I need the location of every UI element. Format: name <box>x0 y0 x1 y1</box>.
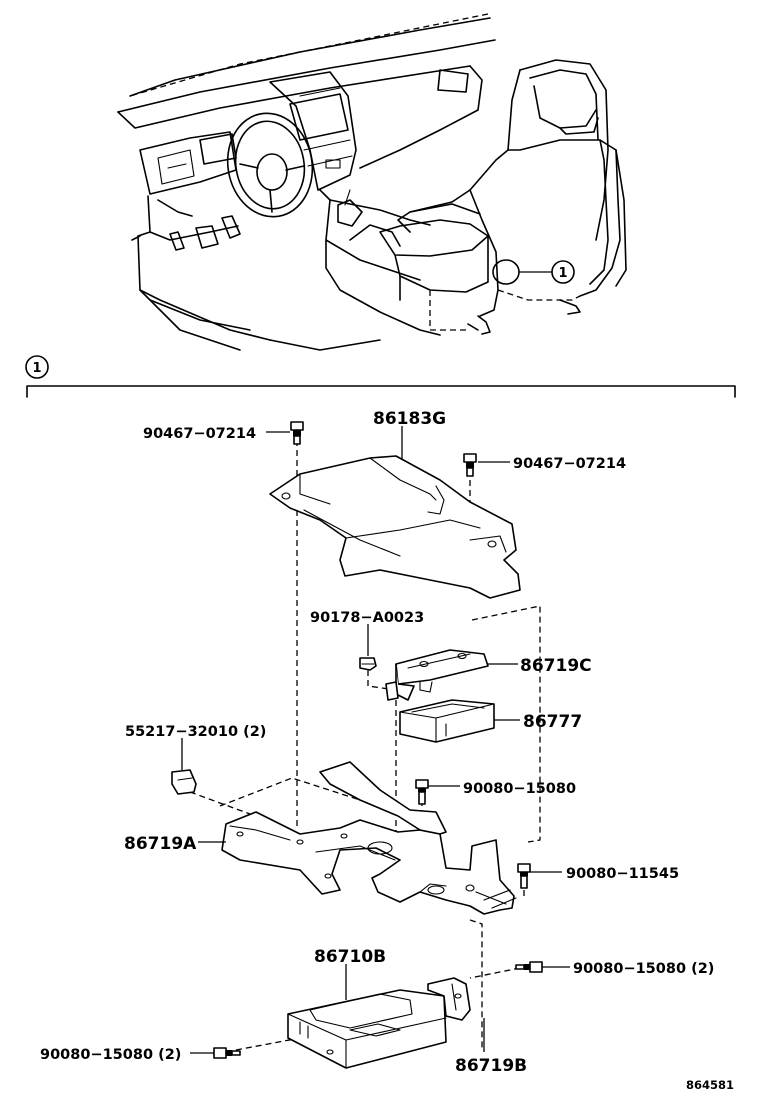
label-90080-15080-right: 90080−15080 (2) <box>573 961 714 977</box>
callout-marker-section <box>25 355 49 379</box>
label-86710b: 86710B <box>314 947 386 967</box>
label-55217-32010: 55217−32010 (2) <box>125 724 266 740</box>
part-86719a-drawing <box>221 761 517 915</box>
part-86183g-drawing <box>269 455 521 599</box>
bolt-90080-15080-mid-drawing <box>415 779 429 805</box>
callout-marker-top <box>551 260 575 284</box>
label-86183g: 86183G <box>373 409 446 429</box>
figure-id: 864581 <box>686 1078 734 1092</box>
label-86719a: 86719A <box>124 834 197 854</box>
bolt-90467-left-drawing <box>290 421 304 445</box>
label-90178-a0023: 90178−A0023 <box>310 610 424 626</box>
label-90080-15080-mid: 90080−15080 <box>463 781 576 797</box>
clip-55217-drawing <box>171 769 197 795</box>
callout-number-section: 1 <box>32 361 41 376</box>
part-86710b-drawing <box>287 989 447 1069</box>
label-86719b: 86719B <box>455 1056 527 1076</box>
label-90080-15080-left: 90080−15080 (2) <box>40 1047 181 1063</box>
part-86719c-drawing <box>385 649 489 701</box>
leader-lines <box>181 426 570 1054</box>
label-90467-07214-right: 90467−07214 <box>513 456 626 472</box>
bolt-90080-15080-left-drawing <box>213 1047 241 1059</box>
section-bracket <box>26 385 736 398</box>
label-90467-07214-left: 90467−07214 <box>143 426 256 442</box>
part-86719b-drawing <box>427 977 471 1021</box>
bolt-90080-11545-drawing <box>517 863 531 889</box>
bolt-90080-15080-right-drawing <box>515 961 543 973</box>
nut-90178-drawing <box>359 657 377 671</box>
part-86777-drawing <box>399 699 495 743</box>
label-90080-11545: 90080−11545 <box>566 866 679 882</box>
section-header: 1 <box>25 355 736 398</box>
car-interior-illustration: 1 <box>117 13 627 351</box>
callout-number-top: 1 <box>558 266 567 281</box>
part-labels: 86183G 90467−07214 90467−07214 90178−A00… <box>40 409 734 1092</box>
bolt-90467-right-drawing <box>463 453 477 477</box>
label-86719c: 86719C <box>520 656 592 676</box>
label-86777: 86777 <box>523 712 582 732</box>
